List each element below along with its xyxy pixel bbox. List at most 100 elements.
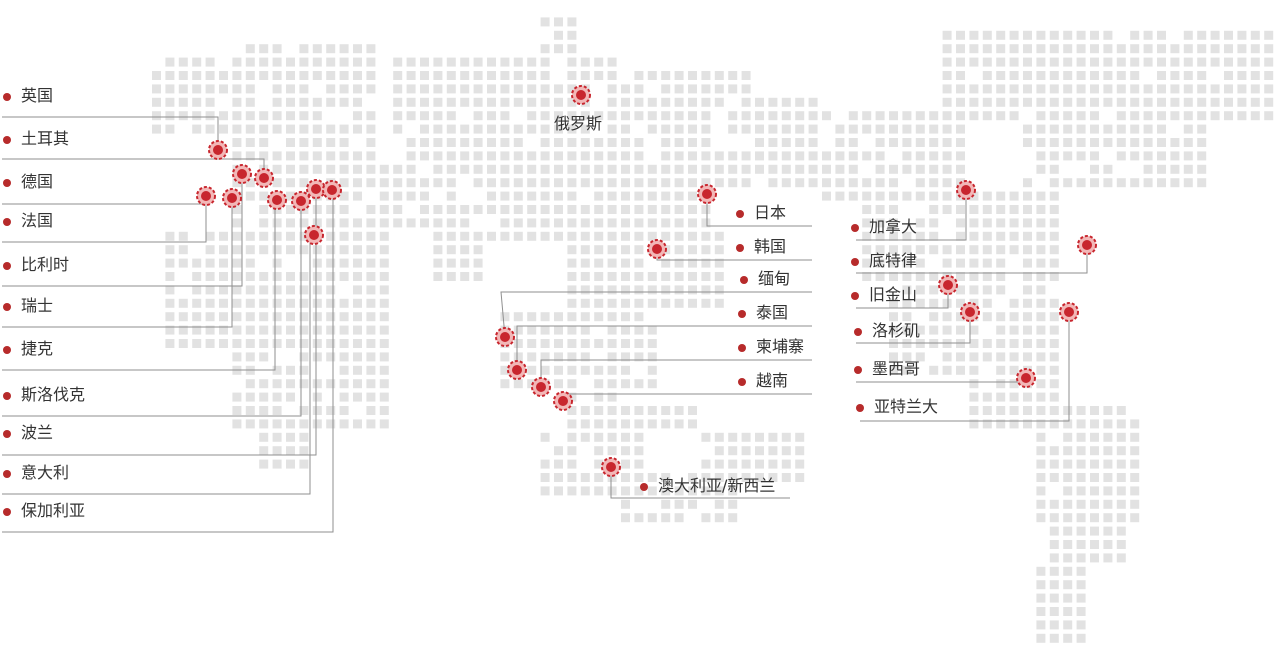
map-marker-detroit[interactable] bbox=[1077, 235, 1097, 255]
land-dot bbox=[460, 205, 470, 214]
land-dot bbox=[554, 339, 563, 348]
land-dot bbox=[406, 218, 416, 228]
location-label-czech[interactable]: 捷克 bbox=[21, 339, 54, 358]
land-dot bbox=[192, 258, 202, 268]
land-dot bbox=[500, 191, 510, 201]
location-label-canada[interactable]: 加拿大 bbox=[869, 217, 918, 236]
location-label-slovakia[interactable]: 斯洛伐克 bbox=[21, 385, 86, 404]
location-label-thailand[interactable]: 泰国 bbox=[756, 303, 789, 322]
location-label-korea[interactable]: 韩国 bbox=[754, 237, 787, 256]
location-label-myanmar[interactable]: 缅甸 bbox=[758, 269, 791, 288]
land-dot bbox=[1036, 258, 1046, 268]
land-dot bbox=[969, 325, 979, 335]
land-dot bbox=[661, 84, 671, 94]
land-dot bbox=[540, 178, 550, 188]
location-label-turkey[interactable]: 土耳其 bbox=[21, 129, 70, 148]
land-dot bbox=[1036, 205, 1046, 214]
map-marker-vietnam[interactable] bbox=[553, 391, 573, 411]
map-marker-turkey[interactable] bbox=[254, 168, 274, 188]
map-marker-belgium[interactable] bbox=[232, 164, 252, 184]
land-dot bbox=[714, 499, 724, 509]
land-dot bbox=[219, 285, 228, 295]
location-label-poland[interactable]: 波兰 bbox=[21, 423, 54, 442]
map-marker-thailand[interactable] bbox=[507, 360, 527, 380]
land-dot bbox=[513, 84, 523, 94]
land-dot bbox=[915, 111, 925, 121]
land-dot bbox=[688, 272, 697, 281]
map-marker-germany[interactable] bbox=[196, 186, 216, 206]
land-dot bbox=[178, 97, 188, 107]
land-dot bbox=[1197, 178, 1207, 188]
map-marker-switzerland[interactable] bbox=[222, 188, 242, 208]
land-dot bbox=[567, 71, 577, 80]
land-dot bbox=[1023, 298, 1032, 308]
location-label-detroit[interactable]: 底特律 bbox=[869, 251, 918, 270]
land-dot bbox=[661, 406, 671, 415]
location-label-vietnam[interactable]: 越南 bbox=[756, 371, 789, 390]
land-dot bbox=[1023, 392, 1032, 402]
land-dot bbox=[688, 231, 697, 241]
land-dot bbox=[1036, 164, 1046, 174]
map-marker-myanmar[interactable] bbox=[495, 327, 515, 347]
location-label-germany[interactable]: 德国 bbox=[21, 172, 54, 191]
map-marker-bulgaria[interactable] bbox=[322, 180, 342, 200]
land-dot bbox=[982, 191, 992, 201]
map-marker-slovakia[interactable] bbox=[291, 191, 311, 211]
map-marker-los-angeles[interactable] bbox=[960, 302, 980, 322]
map-marker-canada[interactable] bbox=[956, 180, 976, 200]
map-marker-poland[interactable] bbox=[306, 179, 326, 199]
land-dot bbox=[1036, 459, 1046, 469]
land-dot bbox=[634, 446, 644, 456]
location-label-italy[interactable]: 意大利 bbox=[21, 463, 70, 482]
land-dot bbox=[1116, 124, 1126, 134]
land-dot bbox=[621, 84, 630, 94]
location-label-uk[interactable]: 英国 bbox=[21, 86, 54, 105]
location-label-mexico[interactable]: 墨西哥 bbox=[872, 359, 921, 378]
map-marker-korea[interactable] bbox=[647, 239, 667, 259]
land-dot bbox=[956, 245, 965, 255]
land-dot bbox=[393, 218, 403, 228]
land-dot bbox=[956, 71, 965, 80]
location-label-russia[interactable]: 俄罗斯 bbox=[554, 114, 603, 133]
land-dot bbox=[594, 406, 604, 415]
land-dot bbox=[674, 178, 684, 188]
map-marker-mexico[interactable] bbox=[1016, 368, 1036, 388]
map-marker-australia-nz[interactable] bbox=[601, 457, 621, 477]
location-label-san-francisco[interactable]: 旧金山 bbox=[869, 285, 918, 304]
location-label-switzerland[interactable]: 瑞士 bbox=[21, 296, 54, 315]
label-bullet-icon bbox=[3, 470, 11, 478]
location-label-bulgaria[interactable]: 保加利亚 bbox=[21, 501, 86, 520]
land-dot bbox=[661, 486, 671, 496]
land-dot bbox=[1250, 57, 1260, 67]
map-marker-italy[interactable] bbox=[304, 225, 324, 245]
map-marker-russia[interactable] bbox=[571, 85, 591, 105]
map-marker-san-francisco[interactable] bbox=[938, 275, 958, 295]
location-label-cambodia[interactable]: 柬埔寨 bbox=[756, 337, 805, 356]
location-label-australia-nz[interactable]: 澳大利亚/新西兰 bbox=[658, 476, 776, 495]
map-marker-cambodia[interactable] bbox=[531, 377, 551, 397]
map-marker-czech[interactable] bbox=[267, 190, 287, 210]
map-marker-japan[interactable] bbox=[697, 184, 717, 204]
land-dot bbox=[312, 406, 322, 415]
location-label-atlanta[interactable]: 亚特兰大 bbox=[874, 397, 939, 416]
location-label-japan[interactable]: 日本 bbox=[754, 203, 787, 222]
location-label-los-angeles[interactable]: 洛杉矶 bbox=[872, 321, 921, 340]
land-dot bbox=[165, 124, 175, 134]
land-dot bbox=[688, 486, 697, 496]
land-dot bbox=[554, 325, 563, 335]
land-dot bbox=[259, 392, 269, 402]
land-dot bbox=[420, 124, 429, 134]
land-dot bbox=[312, 245, 322, 255]
land-dot bbox=[487, 111, 496, 121]
map-marker-uk[interactable] bbox=[208, 140, 228, 160]
land-dot bbox=[540, 339, 550, 348]
land-dot bbox=[473, 138, 483, 147]
land-dot bbox=[1157, 138, 1166, 147]
land-dot bbox=[393, 71, 403, 80]
land-dot bbox=[741, 84, 751, 94]
location-label-france[interactable]: 法国 bbox=[21, 211, 54, 230]
land-dot bbox=[165, 245, 175, 255]
map-marker-atlanta[interactable] bbox=[1059, 302, 1079, 322]
location-label-belgium[interactable]: 比利时 bbox=[21, 255, 70, 274]
land-dot bbox=[755, 164, 764, 174]
